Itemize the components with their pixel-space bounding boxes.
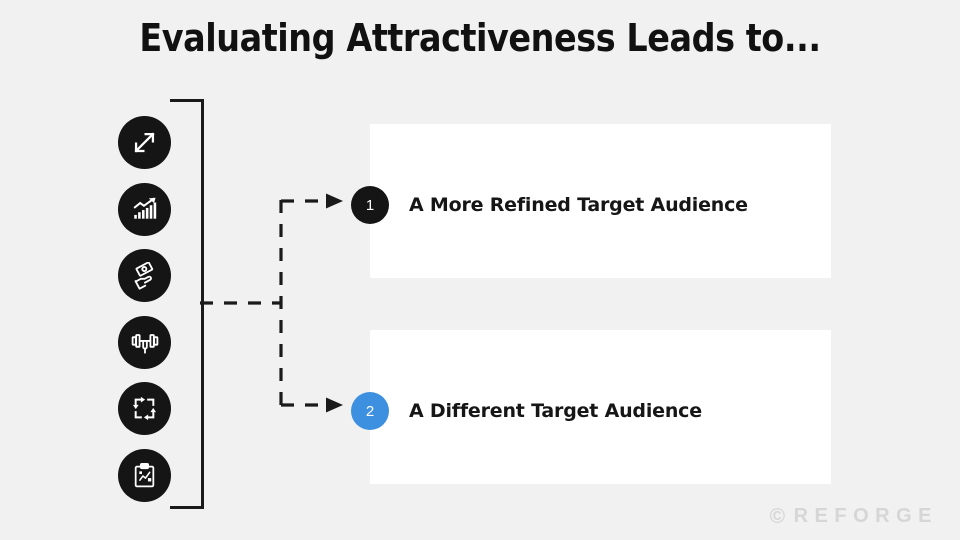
hand-money-icon (118, 249, 171, 302)
outcome-label-2: A Different Target Audience (409, 400, 702, 422)
copyright-icon: © (769, 505, 792, 528)
outcome-label-1: A More Refined Target Audience (409, 194, 748, 216)
page-title: Evaluating Attractiveness Leads to... (139, 16, 821, 60)
expand-arrows-icon (118, 116, 171, 169)
dashed-connectors (198, 185, 348, 420)
growth-chart-icon (118, 182, 171, 236)
arrowhead-2 (326, 397, 343, 413)
barbell-icon (118, 315, 171, 369)
outcome-card-1[interactable]: 1 A More Refined Target Audience (351, 124, 831, 278)
outcome-number-badge-1: 1 (351, 186, 389, 224)
icon-rail (118, 116, 172, 506)
cycle-arrows-icon (118, 382, 171, 435)
outcome-row: 1 A More Refined Target Audience (351, 186, 748, 224)
outcome-number-badge-2: 2 (351, 392, 389, 430)
brand-wordmark: REFORGE (793, 505, 938, 527)
outcome-row: 2 A Different Target Audience (351, 392, 702, 430)
bracket-top-arm (170, 99, 204, 102)
reforge-logo: © REFORGE (770, 505, 938, 528)
outcome-card-2[interactable]: 2 A Different Target Audience (351, 330, 831, 484)
bracket-bottom-arm (170, 506, 204, 509)
arrowhead-1 (326, 193, 343, 209)
clipboard-chart-icon (118, 448, 171, 502)
